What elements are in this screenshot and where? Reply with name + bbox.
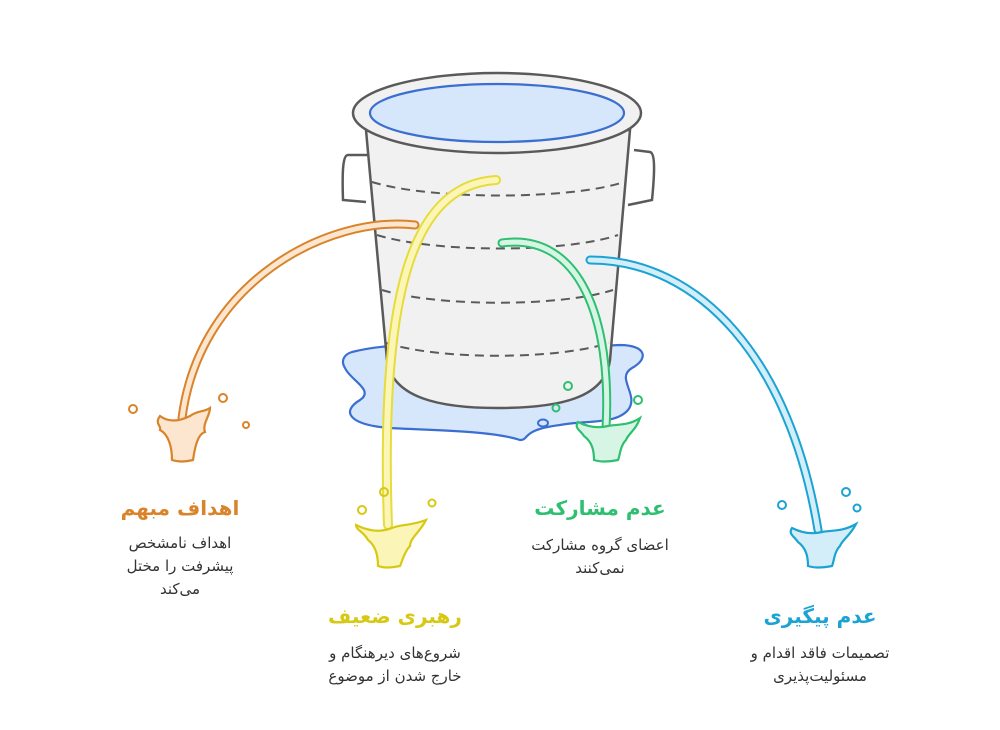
desc-line: خارج شدن از موضوع <box>328 667 462 685</box>
desc-line: تصمیمات فاقد اقدام و <box>750 644 890 662</box>
item-description: اعضای گروه مشارکت نمی‌کنند <box>510 534 690 580</box>
bucket-rings <box>371 181 625 357</box>
item-description: اهداف نامشخص پیشرفت را مختل می‌کند <box>100 532 260 601</box>
desc-line: شروع‌های دیرهنگام و <box>329 644 461 662</box>
bucket-water-surface <box>368 82 626 144</box>
desc-line: اهداف نامشخص <box>128 534 232 552</box>
bucket-handle-left <box>341 153 368 204</box>
desc-line: نمی‌کنند <box>575 559 625 577</box>
green-leak <box>497 237 643 463</box>
yellow-leak <box>354 175 501 569</box>
item-title: عدم پیگیری <box>763 604 877 628</box>
item-title: اهداف مبهم <box>120 496 240 520</box>
item-weak-leadership: رهبری ضعیف شروع‌های دیرهنگام و خارج شدن … <box>300 604 490 688</box>
item-vague-goals: اهداف مبهم اهداف نامشخص پیشرفت را مختل م… <box>100 496 260 601</box>
desc-line: پیشرفت را مختل <box>126 557 234 575</box>
cyan-leak <box>585 255 862 569</box>
item-description: تصمیمات فاقد اقدام و مسئولیت‌پذیری <box>720 642 920 688</box>
desc-line: اعضای گروه مشارکت <box>531 536 669 554</box>
item-title: عدم مشارکت <box>534 496 666 520</box>
item-no-follow-up: عدم پیگیری تصمیمات فاقد اقدام و مسئولیت‌… <box>720 604 920 688</box>
orange-leak <box>128 219 420 463</box>
desc-line: مسئولیت‌پذیری <box>773 667 867 685</box>
item-title: رهبری ضعیف <box>328 604 462 628</box>
desc-line: می‌کند <box>159 580 201 598</box>
item-no-participation: عدم مشارکت اعضای گروه مشارکت نمی‌کنند <box>510 496 690 580</box>
water-drop <box>537 418 549 428</box>
bucket-handle-right <box>627 148 656 207</box>
item-description: شروع‌های دیرهنگام و خارج شدن از موضوع <box>300 642 490 688</box>
